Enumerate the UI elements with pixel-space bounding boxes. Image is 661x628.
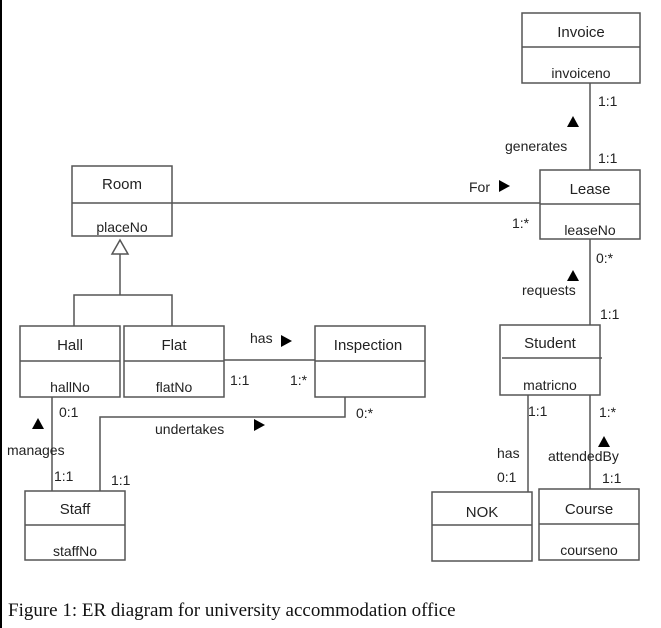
entity-attribute: staffNo (53, 543, 97, 559)
rel-label-manages: manages (7, 442, 65, 458)
entity-attribute: flatNo (156, 379, 193, 395)
entity-name: Staff (60, 501, 91, 518)
entity-room[interactable]: Room placeNo (71, 165, 173, 237)
rel-label-has-inspection: has (250, 330, 273, 346)
generalization-triangle-icon (110, 238, 130, 255)
card-nok-has: 0:1 (497, 469, 517, 485)
entity-name: NOK (466, 504, 499, 521)
entity-attribute: courseno (560, 542, 618, 558)
entity-student[interactable]: Student matricno (499, 324, 602, 396)
rel-label-for: For (469, 179, 490, 195)
card-flat-has: 1:1 (230, 372, 250, 388)
entity-attribute: placeNo (96, 219, 148, 235)
entity-nok[interactable]: NOK (431, 491, 533, 562)
card-staff-manages: 1:1 (54, 468, 74, 484)
entity-name: Invoice (557, 24, 605, 41)
entity-name: Hall (57, 337, 83, 354)
entity-name: Inspection (334, 337, 402, 354)
card-inspection-undertakes: 0:* (356, 405, 374, 421)
card-hall-manages: 0:1 (59, 404, 79, 420)
card-staff-undertakes: 1:1 (111, 472, 131, 488)
arrow-right-icon (254, 419, 265, 431)
arrow-up-icon (32, 418, 44, 429)
entity-inspection[interactable]: Inspection (314, 325, 426, 398)
rel-label-generates: generates (505, 138, 567, 154)
entity-attribute: matricno (523, 377, 577, 393)
left-border (0, 0, 2, 628)
card-inspection-has: 1:* (290, 372, 308, 388)
entity-flat[interactable]: Flat flatNo (123, 325, 225, 398)
entity-attribute: invoiceno (551, 65, 610, 81)
entity-invoice[interactable]: Invoice invoiceno (521, 12, 641, 84)
rel-label-undertakes: undertakes (155, 421, 224, 437)
card-invoice-generates: 1:1 (598, 93, 618, 109)
rel-label-has-nok: has (497, 445, 520, 461)
arrow-up-icon (598, 436, 610, 447)
card-lease-for: 1:* (512, 215, 530, 231)
card-student-requests: 1:1 (600, 306, 620, 322)
line-undertakes (99, 397, 346, 491)
entity-name: Course (565, 501, 613, 518)
entity-name: Student (524, 335, 577, 352)
entity-attribute: leaseNo (564, 222, 616, 238)
figure-caption: Figure 1: ER diagram for university acco… (8, 600, 456, 621)
line-generalization-bar (73, 294, 173, 326)
card-lease-generates: 1:1 (598, 150, 618, 166)
card-lease-requests: 0:* (596, 250, 614, 266)
entity-name: Lease (570, 181, 611, 198)
entity-name: Room (102, 176, 142, 193)
rel-label-requests: requests (522, 282, 576, 298)
arrow-up-icon (567, 270, 579, 281)
entity-lease[interactable]: Lease leaseNo (539, 169, 641, 240)
entity-hall[interactable]: Hall hallNo (19, 325, 121, 398)
rel-label-attendedby: attendedBy (548, 448, 619, 464)
entity-name: Flat (161, 337, 187, 354)
entity-staff[interactable]: Staff staffNo (24, 490, 126, 561)
arrow-right-icon (281, 335, 292, 347)
arrow-up-icon (567, 116, 579, 127)
card-student-attendedby: 1:* (599, 404, 617, 420)
card-student-has: 1:1 (528, 403, 548, 419)
card-course-attendedby: 1:1 (602, 470, 622, 486)
arrow-right-icon (499, 180, 510, 192)
entity-course[interactable]: Course courseno (538, 488, 640, 561)
entity-attribute: hallNo (50, 379, 90, 395)
